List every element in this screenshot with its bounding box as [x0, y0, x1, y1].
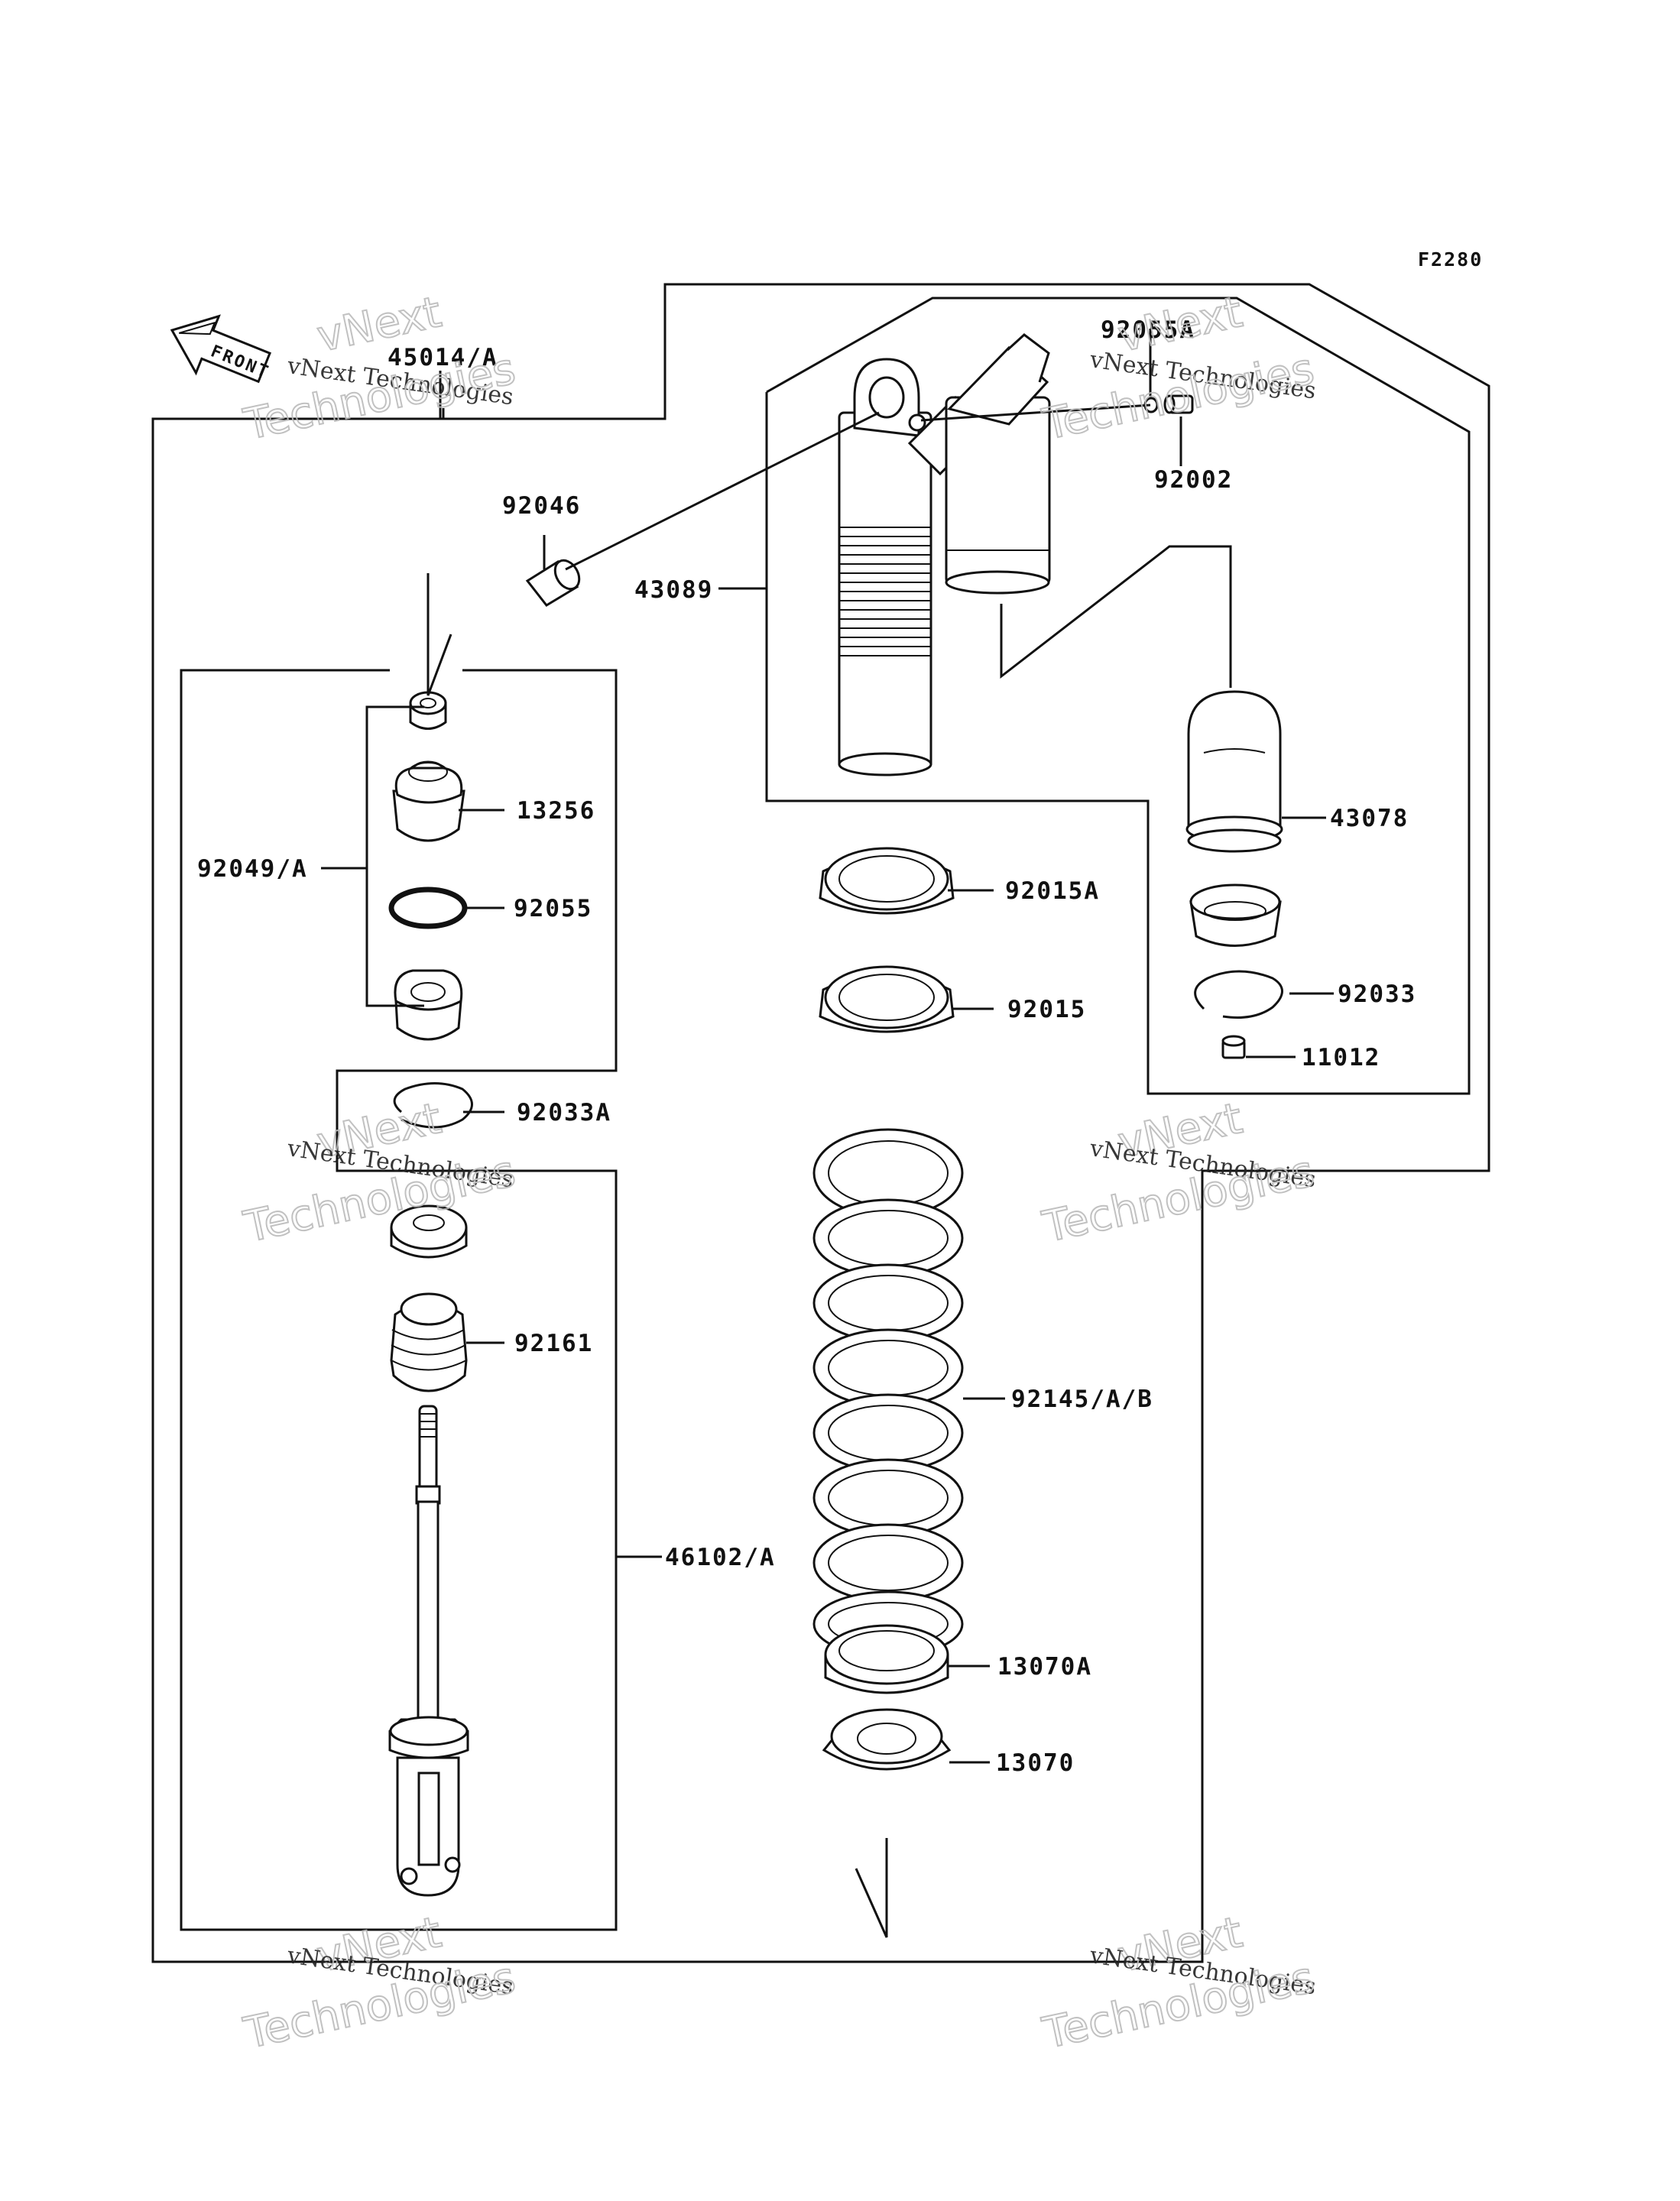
- watermark-mid-left: vNext vNext Technologies Technologies: [238, 1093, 520, 1253]
- part-labels: 45014/A 92055A 92046 92002 43089 13256 9…: [197, 316, 1416, 1777]
- label-92049: 92049/A: [197, 855, 308, 883]
- watermark-mid-right: vNext vNext Technologies Technologies: [1037, 1093, 1318, 1253]
- assembly-frame-shock-body: [765, 297, 1471, 1095]
- label-92015: 92015: [1007, 996, 1086, 1023]
- leader-lines: [321, 329, 1334, 1938]
- label-13256: 13256: [517, 797, 595, 825]
- figure-code: F2280: [1418, 248, 1483, 271]
- spring-guide-13070-part: [822, 1708, 952, 1771]
- assembly-frame-outer: [151, 283, 1490, 1963]
- lock-nut-92015-part: [819, 965, 955, 1033]
- label-43078: 43078: [1330, 805, 1409, 832]
- label-13070: 13070: [996, 1749, 1075, 1777]
- watermark-top-right: vNext vNext Technologies Technologies: [1037, 287, 1318, 451]
- watermark-bottom-right: vNext vNext Technologies Technologies: [1037, 1907, 1318, 2060]
- label-13070A: 13070A: [997, 1653, 1092, 1681]
- label-92145: 92145/A/B: [1011, 1386, 1153, 1413]
- circlip-92033A-part: [393, 1082, 473, 1129]
- label-92046: 92046: [502, 492, 581, 520]
- label-46102: 46102/A: [665, 1544, 776, 1571]
- watermark-top-left: vNext vNext Technologies Technologies: [238, 287, 520, 451]
- bump-stop-92161-part: [390, 1292, 468, 1392]
- spring-guide-13070A-part: [824, 1624, 949, 1694]
- label-43089: 43089: [634, 576, 713, 604]
- label-92033A: 92033A: [517, 1099, 611, 1126]
- assembly-frame-damper-rod: [180, 669, 618, 1931]
- front-arrow-icon: FRONT: [170, 314, 273, 384]
- bushing-lower-part: [394, 969, 463, 1041]
- bearing-92046-part: [525, 559, 581, 607]
- bushing-13256-part: [392, 760, 465, 842]
- shock-body-part: [838, 333, 1051, 776]
- oring-92055-part: [388, 887, 468, 929]
- label-92055A: 92055A: [1101, 316, 1195, 344]
- label-45014: 45014/A: [388, 344, 498, 371]
- label-92055: 92055: [514, 895, 592, 922]
- label-11012: 11012: [1302, 1044, 1380, 1071]
- screw-92002-part: [1163, 394, 1194, 414]
- watermark-line3: Technologies: [239, 344, 519, 450]
- spring-92145-part: [812, 1128, 964, 1658]
- washer-part: [390, 1204, 468, 1259]
- valve-cap-part: [1221, 1035, 1246, 1059]
- damper-rod-part: [388, 1405, 469, 1897]
- lock-nut-92015A-part: [819, 847, 955, 915]
- label-92015A: 92015A: [1005, 877, 1100, 905]
- nut-part: [409, 691, 447, 730]
- circlip-92033-part: [1194, 970, 1283, 1019]
- bladder-part: [1185, 690, 1283, 853]
- reservoir-cap-part: [1189, 883, 1282, 947]
- label-92033: 92033: [1338, 981, 1416, 1008]
- label-92002: 92002: [1154, 466, 1233, 494]
- label-92161: 92161: [514, 1330, 593, 1357]
